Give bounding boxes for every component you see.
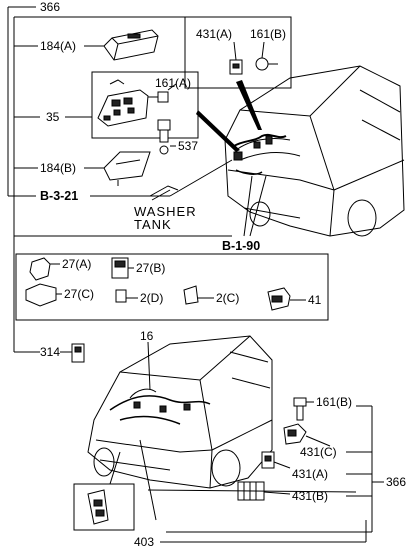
label-431c: 431(C) — [300, 445, 337, 459]
part-27b — [111, 257, 134, 279]
label-431a-top: 431(A) — [196, 27, 233, 41]
callout-box-connectors — [15, 253, 329, 321]
b190-pointers — [243, 175, 267, 237]
part-41 — [267, 287, 306, 311]
pointer-line-35 — [196, 110, 240, 152]
part-161b-top — [255, 41, 278, 71]
callout-box-35 — [91, 71, 199, 139]
vehicle-lower — [87, 335, 273, 489]
label-b-1-90: B-1-90 — [222, 239, 261, 253]
label-537: 537 — [178, 139, 199, 153]
callout-box-403 — [73, 483, 135, 531]
label-161b-top: 161(B) — [250, 27, 287, 41]
part-27c — [25, 283, 62, 307]
label-27c: 27(C) — [64, 287, 95, 301]
label-366-bottom: 366 — [386, 475, 407, 489]
label-161a: 161(A) — [155, 76, 192, 90]
label-431b: 431(B) — [292, 489, 329, 503]
vehicle-lower-harness — [109, 341, 211, 425]
part-161b-bottom — [293, 397, 314, 421]
label-2c: 2(C) — [216, 291, 240, 305]
label-27b: 27(B) — [136, 261, 166, 275]
label-35: 35 — [46, 110, 60, 124]
bracket-lines-bottom — [139, 405, 384, 543]
part-2c — [183, 285, 214, 305]
part-35-relay-box — [97, 79, 149, 127]
label-2d: 2(D) — [140, 291, 164, 305]
label-16: 16 — [140, 329, 154, 343]
label-washer: WASHER — [134, 204, 197, 219]
label-tank: TANK — [134, 217, 172, 232]
callout-box-431a-161b — [184, 16, 292, 89]
vehicle-upper — [224, 65, 405, 237]
part-184b-cover — [103, 151, 151, 186]
label-314: 314 — [40, 345, 61, 359]
part-314 — [71, 343, 85, 363]
label-41: 41 — [308, 293, 322, 307]
label-b-3-21: B-3-21 — [40, 189, 79, 203]
label-431a-bottom: 431(A) — [292, 467, 329, 481]
part-537-bolt — [157, 119, 176, 155]
pointer-line-top — [236, 80, 262, 130]
label-27a: 27(A) — [62, 257, 92, 271]
label-184b: 184(B) — [40, 161, 77, 175]
washer-tank-hose — [149, 185, 179, 201]
label-184a: 184(A) — [40, 39, 77, 53]
vehicle-upper-harness — [233, 133, 287, 175]
part-27a — [29, 257, 60, 281]
label-403: 403 — [134, 535, 155, 549]
part-161a-bolt — [148, 83, 177, 103]
label-366-top: 366 — [40, 0, 61, 14]
part-184a-cover — [103, 29, 159, 61]
part-431a-top — [229, 41, 243, 75]
label-161b-bottom: 161(B) — [316, 395, 353, 409]
part-431c — [283, 423, 331, 447]
part-2d — [115, 289, 138, 303]
part-403 — [87, 451, 121, 525]
bracket-lines-top — [7, 6, 233, 353]
part-431a-bottom — [261, 451, 291, 469]
